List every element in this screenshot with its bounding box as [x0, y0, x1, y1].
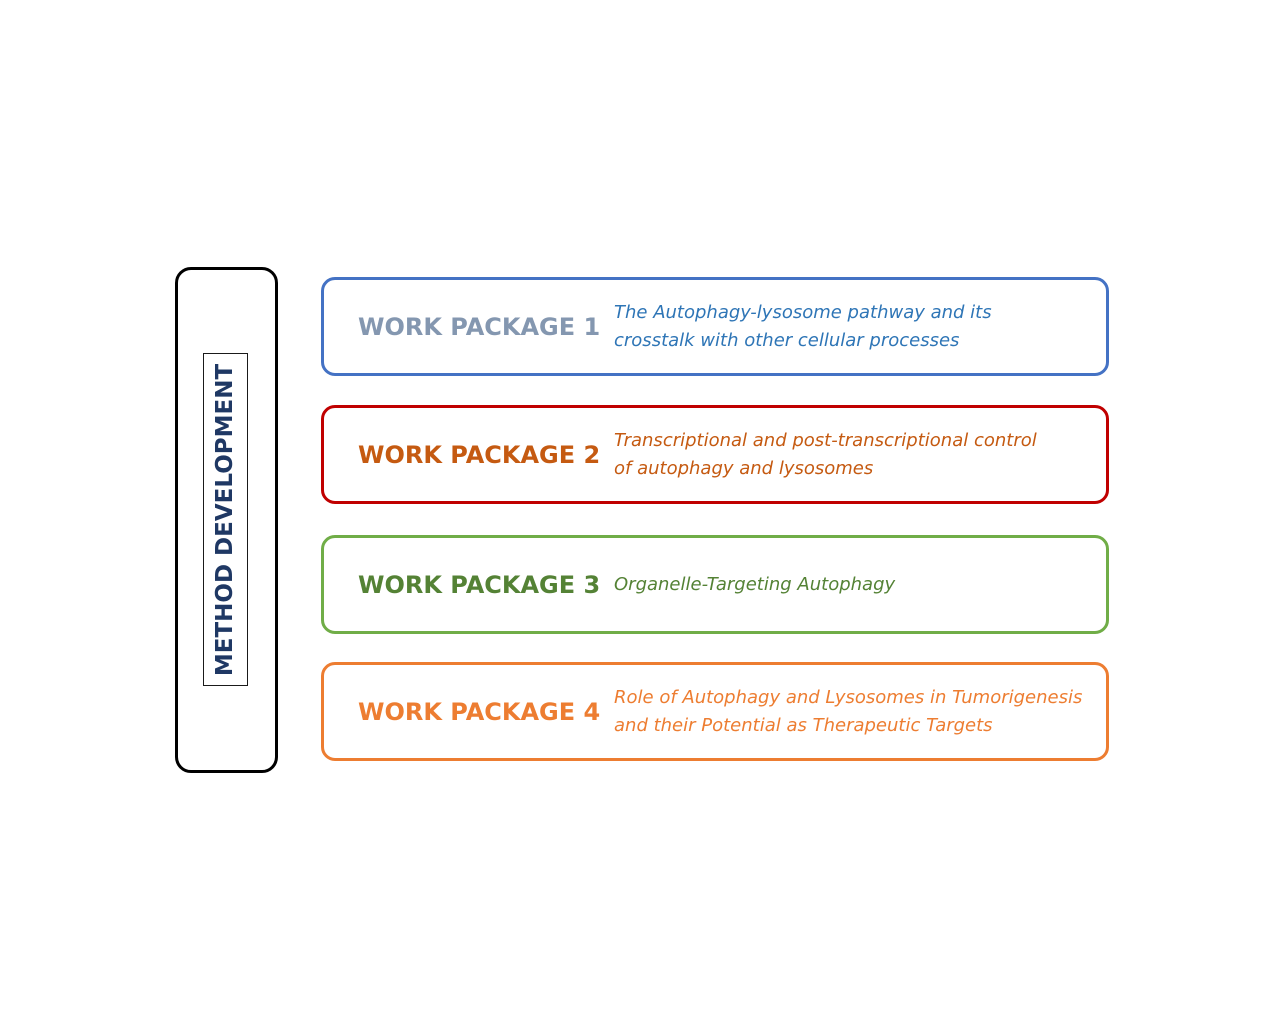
work-package-2-box: WORK PACKAGE 2 Transcriptional and post-…	[321, 405, 1109, 504]
work-package-1-description-line: crosstalk with other cellular processes	[614, 329, 960, 351]
work-package-4-box: WORK PACKAGE 4 Role of Autophagy and Lys…	[321, 662, 1109, 761]
work-package-2-description-line: of autophagy and lysosomes	[614, 457, 874, 479]
work-package-2-description: Transcriptional and post-transcriptional…	[614, 408, 1088, 501]
work-package-1-box: WORK PACKAGE 1 The Autophagy-lysosome pa…	[321, 277, 1109, 376]
work-package-1-title: WORK PACKAGE 1	[358, 312, 601, 341]
work-package-4-title: WORK PACKAGE 4	[358, 697, 601, 726]
work-package-1-description-line: The Autophagy-lysosome pathway and its	[614, 301, 992, 323]
work-package-3-description: Organelle-Targeting Autophagy	[614, 538, 1088, 631]
work-package-3-box: WORK PACKAGE 3 Organelle-Targeting Autop…	[321, 535, 1109, 634]
work-package-4-description: Role of Autophagy and Lysosomes in Tumor…	[614, 665, 1088, 758]
method-development-label: METHOD DEVELOPMENT	[212, 363, 239, 676]
work-package-4-description-line: Role of Autophagy and Lysosomes in Tumor…	[614, 686, 1083, 708]
work-package-3-title: WORK PACKAGE 3	[358, 570, 601, 599]
work-package-3-description-line: Organelle-Targeting Autophagy	[614, 573, 896, 595]
work-package-2-description-line: Transcriptional and post-transcriptional…	[614, 429, 1037, 451]
work-package-2-title: WORK PACKAGE 2	[358, 440, 601, 469]
method-development-label-frame: METHOD DEVELOPMENT	[203, 353, 248, 686]
work-package-1-description: The Autophagy-lysosome pathway and its c…	[614, 280, 1088, 373]
work-package-4-description-line: and their Potential as Therapeutic Targe…	[614, 714, 993, 736]
method-development-panel	[175, 267, 278, 773]
